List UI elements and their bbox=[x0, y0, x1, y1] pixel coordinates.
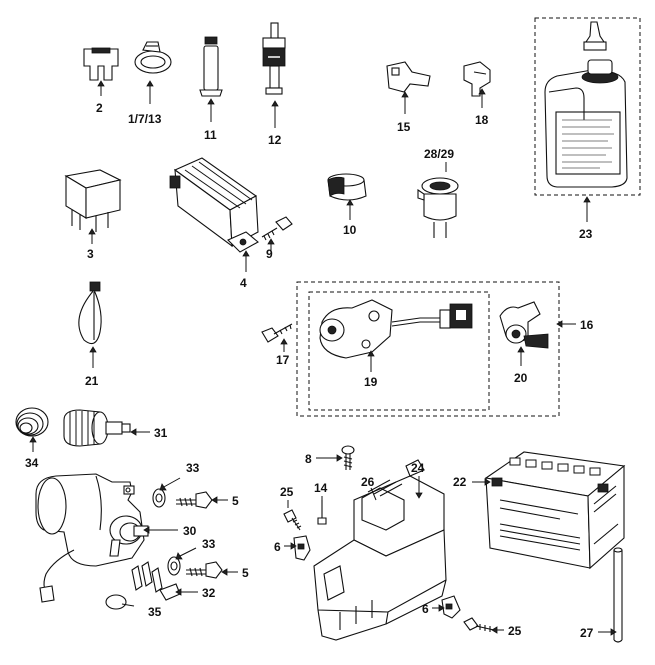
label-5-lower: 5 bbox=[242, 566, 249, 580]
label-3: 3 bbox=[87, 247, 94, 261]
washer-icon bbox=[167, 556, 181, 576]
label-19: 19 bbox=[364, 375, 378, 389]
label-21: 21 bbox=[85, 374, 99, 388]
label-28-29: 28/29 bbox=[424, 147, 454, 161]
screw-icon bbox=[261, 323, 293, 343]
label-31: 31 bbox=[154, 426, 168, 440]
connector-icon bbox=[386, 61, 431, 93]
label-10: 10 bbox=[343, 223, 357, 237]
label-11: 11 bbox=[204, 128, 217, 142]
screw-icon bbox=[463, 617, 495, 632]
label-5-upper: 5 bbox=[232, 494, 239, 508]
screw-icon bbox=[341, 445, 355, 470]
label-14: 14 bbox=[314, 481, 328, 495]
label-16: 16 bbox=[580, 318, 594, 332]
stop-switch-icon bbox=[262, 22, 286, 95]
label-4: 4 bbox=[240, 276, 247, 290]
grease-tube-icon bbox=[199, 36, 223, 97]
oil-group-box bbox=[534, 17, 641, 196]
label-18: 18 bbox=[475, 113, 489, 127]
label-33-upper: 33 bbox=[186, 461, 200, 475]
label-6-lower: 6 bbox=[422, 602, 429, 616]
battery-box-icon bbox=[313, 459, 447, 641]
label-35: 35 bbox=[148, 605, 162, 619]
washer-icon bbox=[152, 488, 166, 508]
label-34: 34 bbox=[25, 456, 39, 470]
label-1-7-13: 1/7/13 bbox=[128, 112, 162, 126]
label-27: 27 bbox=[580, 626, 594, 640]
label-25-upper: 25 bbox=[280, 485, 294, 499]
label-8: 8 bbox=[305, 452, 312, 466]
cable-tie-icon bbox=[78, 281, 102, 345]
label-30: 30 bbox=[183, 524, 197, 538]
screw-icon bbox=[283, 509, 302, 531]
label-25-lower: 25 bbox=[508, 624, 522, 638]
ignition-switch-icon bbox=[319, 299, 473, 359]
bracket-icon bbox=[293, 535, 311, 561]
fuse-icon bbox=[83, 47, 119, 81]
sleeve-icon bbox=[327, 173, 367, 201]
washer-icon bbox=[105, 594, 127, 610]
screw-icon bbox=[176, 491, 213, 509]
spring-icon bbox=[15, 407, 49, 437]
starter-motor-icon bbox=[35, 473, 149, 603]
label-15: 15 bbox=[397, 120, 411, 134]
label-32: 32 bbox=[202, 586, 216, 600]
label-26: 26 bbox=[361, 475, 375, 489]
label-20: 20 bbox=[514, 371, 528, 385]
screw-icon bbox=[317, 500, 327, 525]
ignition-subgroup-box bbox=[308, 291, 490, 411]
bracket-icon bbox=[463, 61, 491, 97]
label-33-lower: 33 bbox=[202, 537, 216, 551]
label-6-upper: 6 bbox=[274, 540, 281, 554]
label-22: 22 bbox=[453, 475, 467, 489]
vent-hose-icon bbox=[613, 547, 623, 643]
label-12: 12 bbox=[268, 133, 282, 147]
socket-icon bbox=[417, 177, 459, 238]
label-17: 17 bbox=[276, 353, 290, 367]
screw-icon bbox=[186, 561, 223, 579]
screw-icon bbox=[261, 216, 293, 241]
label-2: 2 bbox=[96, 101, 103, 115]
key-icon bbox=[499, 301, 549, 349]
bracket-icon bbox=[441, 595, 461, 619]
label-9: 9 bbox=[266, 247, 273, 261]
starter-gear-icon bbox=[63, 409, 131, 447]
hose-clamp-icon bbox=[134, 41, 172, 74]
regulator-icon bbox=[169, 157, 259, 253]
ignition-group-box bbox=[296, 281, 560, 417]
label-23: 23 bbox=[579, 227, 593, 241]
battery-icon bbox=[484, 451, 626, 570]
oil-bottle-icon bbox=[544, 21, 628, 188]
label-24: 24 bbox=[411, 461, 425, 475]
relay-icon bbox=[64, 169, 122, 232]
